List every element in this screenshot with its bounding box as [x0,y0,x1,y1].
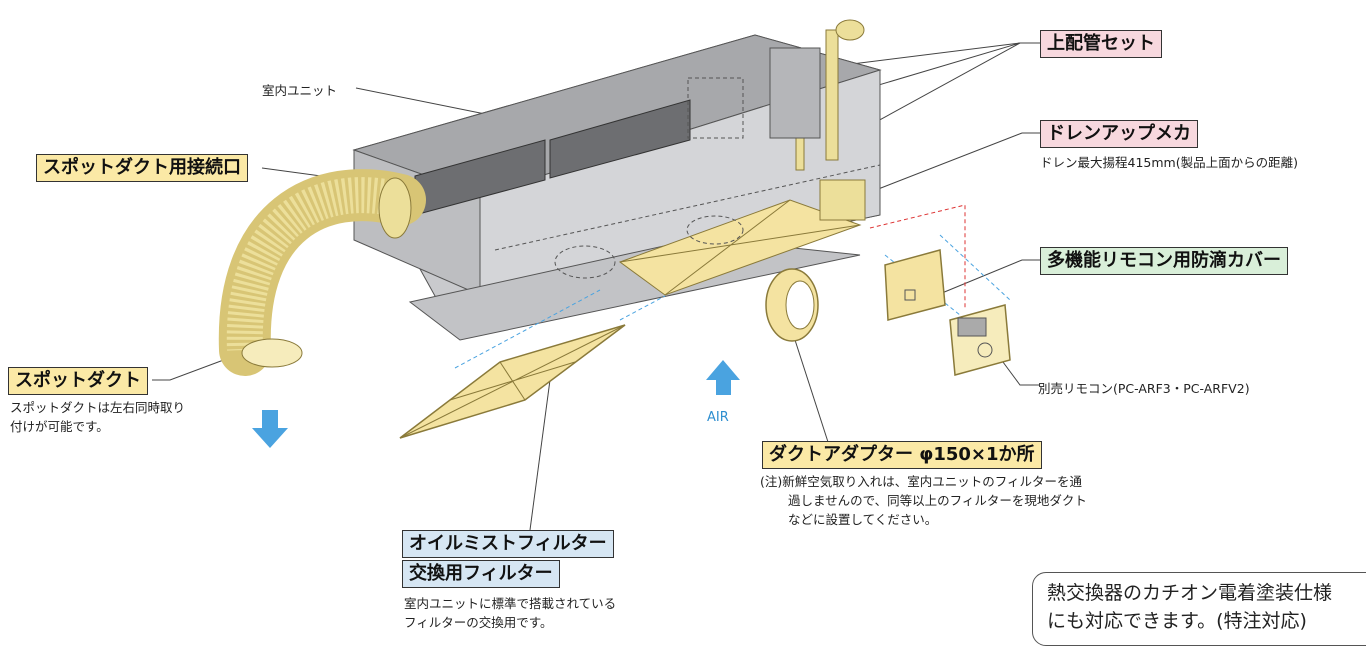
upper-piping-set [769,19,865,171]
callout-line-2: にも対応できます。(特注対応) [1047,610,1307,632]
leader-spot-duct [152,351,246,381]
leader-remote-cover [924,259,1040,301]
adapter-note-2: 過しませんので、同等以上のフィルターを現地ダクト [788,493,1087,508]
leader-duct-adapter [794,339,829,443]
remote-controller [949,304,1011,376]
spot-duct-port-tag: スポットダクト用接続口 [36,154,248,182]
special-order-callout: 熱交換器のカチオン電着塗装仕様 にも対応できます。(特注対応) [1032,572,1366,646]
upper-piping-tag: 上配管セット [1040,30,1162,58]
remote-cover-tag: 多機能リモコン用防滴カバー [1040,247,1288,275]
spot-duct-note-2: 付けが可能です。 [10,419,109,434]
air-label: AIR [707,410,729,425]
oil-mist-filter [399,324,626,439]
drain-up-mechanism [819,179,866,221]
oil-filter-note-2: フィルターの交換用です。 [404,615,553,630]
leader-remote [999,357,1040,386]
adapter-note-1: (注)新鮮空気取り入れは、室内ユニットのフィルターを通 [760,474,1083,489]
oil-filter-tag-1: オイルミストフィルター [402,530,614,558]
oil-filter-note-1: 室内ユニットに標準で搭載されている [404,596,617,611]
leader-drain-up [849,132,1040,201]
spot-duct [218,169,426,376]
leader-lines [152,42,1040,531]
leader-indoor-unit [355,87,506,119]
spot-duct-note-1: スポットダクトは左右同時取り [10,400,186,415]
duct-adapter [765,268,819,342]
spot-duct-air-arrow [252,410,288,448]
drain-up-note: ドレン最大揚程415mm(製品上面からの距離) [1040,155,1298,170]
remote-cover [884,249,946,321]
indoor-unit-label: 室内ユニット [262,83,338,98]
duct-adapter-tag: ダクトアダプター φ150×1か所 [762,441,1042,469]
adapter-note-3: などに設置してください。 [788,512,938,527]
oil-filter-tag-2: 交換用フィルター [402,560,560,588]
drain-up-tag: ドレンアップメカ [1040,120,1198,148]
spot-duct-tag: スポットダクト [8,367,148,395]
leader-oil-filter [529,379,551,531]
remote-sold-label: 別売リモコン(PC-ARF3・PC-ARFV2) [1038,381,1250,396]
air-up-arrow [706,360,740,395]
callout-line-1: 熱交換器のカチオン電着塗装仕様 [1047,582,1333,604]
